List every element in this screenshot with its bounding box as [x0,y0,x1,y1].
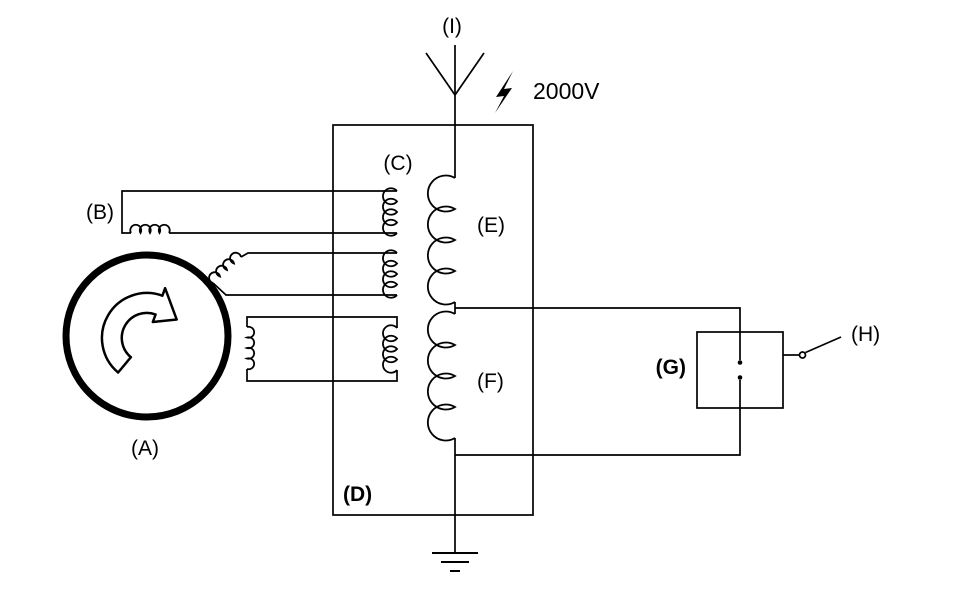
winding-coil-2 [208,251,242,284]
wire-bottom-to-sparkgap [455,408,741,456]
primary-coil-1 [382,187,399,237]
label-d: (D) [343,483,372,506]
spark-gap-ball-top [737,360,743,365]
label-h: (H) [851,323,880,346]
wire-winding3-bottom [246,369,398,382]
label-i: (I) [442,15,462,38]
label-g: (G) [656,356,686,379]
spark-gap-ball-bottom [737,375,743,380]
secondary-coil-f [426,310,457,442]
switch-pivot [798,351,807,359]
wire-winding2-bottom [212,282,397,296]
rotation-arrow-icon [100,286,178,374]
primary-coil-2 [382,249,399,299]
winding-coil-b [129,223,171,235]
switch-lever [805,336,842,354]
wire-winding1-top [121,190,397,234]
label-e: (E) [477,214,505,237]
label-a: (A) [131,437,159,460]
wires [121,190,799,553]
alternator-rotor-circle [62,251,232,421]
label-b: (B) [86,201,114,224]
switch-icon [798,336,842,359]
transformer-box [332,124,534,516]
secondary-coil-e [426,174,457,306]
voltage-label: 2000V [533,78,600,104]
ground-icon [432,552,478,572]
lightning-bolt-icon [495,71,513,113]
antenna-icon [425,45,485,178]
wire-winding2-top [240,252,397,258]
primary-coil-3 [382,324,399,374]
antenna-arm-right [454,52,485,96]
wire-winding3-top [246,316,398,328]
winding-coil-3 [243,325,255,371]
antenna-arm-left [425,52,456,96]
spark-gap [696,331,784,409]
wire-tap-to-sparkgap [455,307,741,332]
label-c: (C) [383,152,412,175]
label-f: (F) [477,370,504,393]
